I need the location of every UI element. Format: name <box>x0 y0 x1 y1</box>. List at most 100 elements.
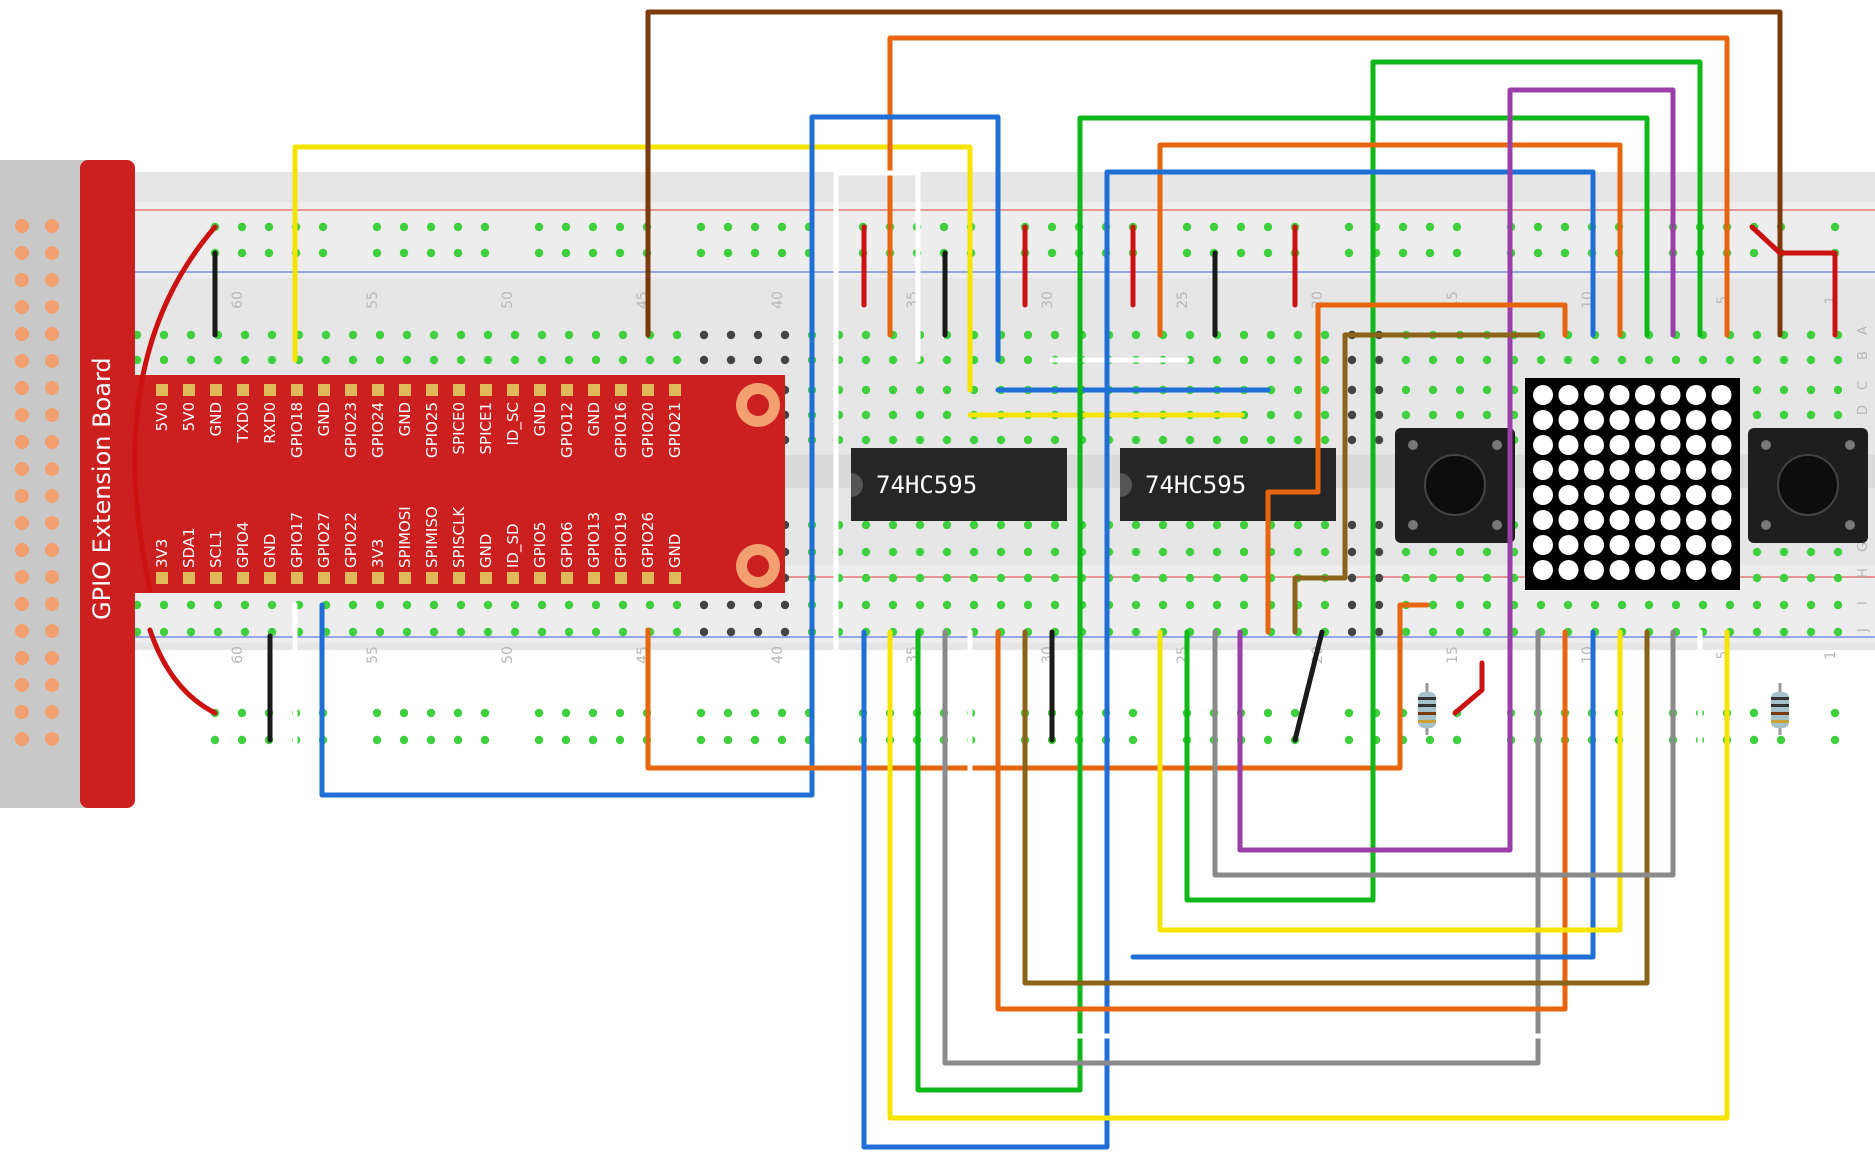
rail-hole <box>426 735 436 745</box>
rail-hole <box>1830 222 1840 232</box>
header-pin <box>588 572 600 584</box>
hole <box>483 330 493 340</box>
rail-hole <box>1749 708 1759 718</box>
hole <box>1374 355 1384 365</box>
led-dot <box>1660 560 1681 580</box>
hole <box>1482 600 1492 610</box>
hole <box>726 355 736 365</box>
led-dot-matrix <box>1525 378 1740 590</box>
hole <box>1212 600 1222 610</box>
hole <box>1293 435 1303 445</box>
hole <box>699 627 709 637</box>
hole <box>1023 547 1033 557</box>
column-number: 60 <box>230 291 246 309</box>
hole <box>1428 547 1438 557</box>
hole <box>483 600 493 610</box>
gpio-board-title: GPIO Extension Board <box>88 357 116 620</box>
push-button-2 <box>1748 428 1868 543</box>
rail-hole <box>723 248 733 258</box>
hole <box>1482 385 1492 395</box>
hole <box>780 600 790 610</box>
hole <box>1752 385 1762 395</box>
ribbon-pin <box>15 219 29 233</box>
rail-hole <box>615 708 625 718</box>
hole <box>645 355 655 365</box>
led-dot <box>1711 460 1732 480</box>
hole <box>213 355 223 365</box>
hole <box>1050 435 1060 445</box>
ribbon-pin <box>15 381 29 395</box>
wire-gray-bottom-1 <box>942 629 1541 1066</box>
hole <box>1806 330 1816 340</box>
pin-label: RXD0 <box>261 402 279 444</box>
hole <box>618 330 628 340</box>
hole <box>267 600 277 610</box>
rail-hole <box>1560 248 1570 258</box>
rail-hole <box>372 222 382 232</box>
hole <box>753 600 763 610</box>
pin-label: SPISCLK <box>450 506 468 568</box>
hole <box>1374 410 1384 420</box>
hole <box>1185 547 1195 557</box>
led-dot <box>1686 435 1706 455</box>
led-dot <box>1660 510 1681 530</box>
header-pin <box>453 572 465 584</box>
header-pin <box>345 384 357 396</box>
ribbon-pin <box>45 678 59 692</box>
hole <box>726 600 736 610</box>
hole <box>1401 355 1411 365</box>
led-dot <box>1711 510 1732 530</box>
hole <box>1212 355 1222 365</box>
wire-orange-long-top <box>887 35 1730 338</box>
rail-hole <box>1830 735 1840 745</box>
rail-hole <box>777 222 787 232</box>
hole <box>1401 385 1411 395</box>
pin-label: GPIO6 <box>558 522 576 568</box>
hole <box>510 627 520 637</box>
wire-black-j4 <box>1292 629 1325 743</box>
hole <box>1131 330 1141 340</box>
led-dot <box>1584 435 1604 455</box>
rail-hole <box>750 708 760 718</box>
pin-label: GPIO20 <box>639 402 657 458</box>
hole <box>1320 355 1330 365</box>
hole <box>564 600 574 610</box>
rail-hole <box>318 222 328 232</box>
row-letter: H <box>1856 568 1871 578</box>
hole <box>1293 385 1303 395</box>
hole <box>969 435 979 445</box>
rail-hole <box>1263 222 1273 232</box>
ribbon-pin <box>15 597 29 611</box>
hole <box>1806 355 1816 365</box>
rail-hole <box>534 708 544 718</box>
pin-label: GPIO16 <box>612 402 630 458</box>
hole <box>537 627 547 637</box>
rail-hole <box>237 248 247 258</box>
wire-blue-bottom-1 <box>861 629 1110 1150</box>
hole <box>1779 410 1789 420</box>
hole <box>1671 600 1681 610</box>
pin-label: ID_SC <box>504 402 523 445</box>
rail-hole <box>723 735 733 745</box>
hole <box>213 600 223 610</box>
column-number: 30 <box>1040 291 1056 309</box>
hole <box>888 410 898 420</box>
pin-label: GPIO19 <box>612 512 630 568</box>
rail-hole <box>615 222 625 232</box>
hole <box>591 330 601 340</box>
ribbon-pin <box>15 435 29 449</box>
hole <box>1158 547 1168 557</box>
wire-green-top-1 <box>1077 115 1650 1093</box>
hole <box>1212 547 1222 557</box>
hole <box>1050 520 1060 530</box>
rail-hole <box>696 708 706 718</box>
hole <box>564 627 574 637</box>
hole <box>537 355 547 365</box>
wire-brown-bottom-1 <box>1022 629 1650 986</box>
wire-yellow-bottom-1 <box>887 629 1730 1121</box>
ribbon-pin <box>45 651 59 665</box>
rail-hole <box>1560 222 1570 232</box>
hole <box>1266 410 1276 420</box>
hole <box>429 355 439 365</box>
